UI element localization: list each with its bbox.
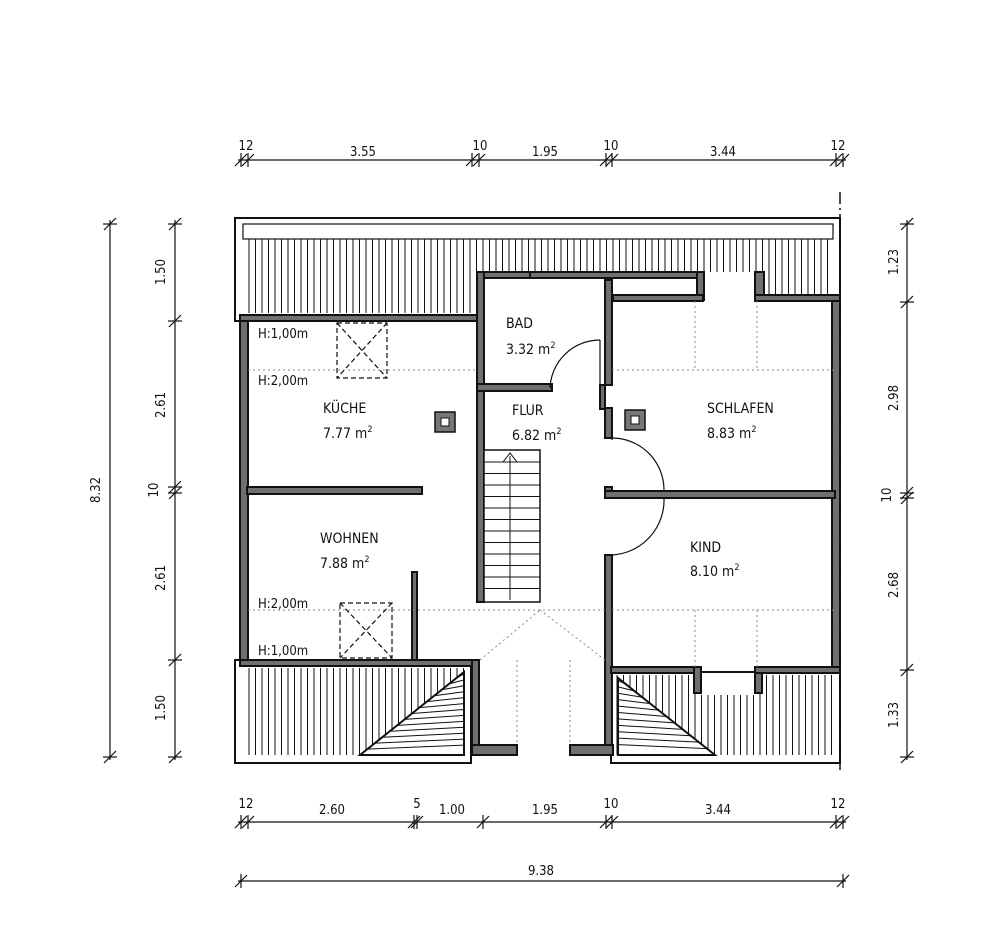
svg-text:10: 10 [604,797,619,812]
svg-text:KIND: KIND [690,540,721,556]
svg-text:7.77 m2: 7.77 m2 [323,425,372,442]
room-flur: FLUR 6.82 m2 [512,403,561,444]
svg-text:2.68: 2.68 [887,572,902,598]
svg-text:5: 5 [413,797,420,812]
svg-text:12: 12 [239,797,254,812]
chimney-kueche [434,411,456,433]
svg-text:2.61: 2.61 [154,392,169,418]
dimension-bottom: 12 2.60 5 1.00 1.95 10 3.44 12 [234,797,850,829]
svg-text:10: 10 [473,139,488,154]
dimension-top: 12 3.55 10 1.95 10 3.44 12 [234,139,850,167]
svg-text:6.82 m2: 6.82 m2 [512,427,561,444]
svg-text:10: 10 [604,139,619,154]
room-kind: KIND 8.10 m2 [690,540,739,580]
svg-text:1.50: 1.50 [154,259,169,285]
svg-text:8.83 m2: 8.83 m2 [707,425,756,442]
height-mark: H:1,00m [258,327,308,342]
height-mark: H:2,00m [258,597,308,612]
svg-text:12: 12 [831,797,846,812]
svg-text:12: 12 [239,139,254,154]
svg-text:3.44: 3.44 [705,803,731,818]
door-kind [611,497,665,556]
svg-text:3.55: 3.55 [350,145,376,160]
svg-text:1.95: 1.95 [532,803,558,818]
dimension-right: 1.23 2.98 10 2.68 1.33 [880,217,914,764]
svg-text:7.88 m2: 7.88 m2 [320,555,369,572]
svg-text:10: 10 [880,488,895,503]
svg-text:3.44: 3.44 [710,145,736,160]
svg-text:WOHNEN: WOHNEN [320,531,379,547]
door-schlafen [611,437,665,491]
svg-text:1.33: 1.33 [887,702,902,728]
slope-lines [248,301,833,745]
svg-text:10: 10 [147,483,162,498]
svg-text:1.00: 1.00 [439,803,465,818]
svg-text:FLUR: FLUR [512,403,544,419]
dimension-left-total: 8.32 [89,217,117,764]
svg-text:12: 12 [831,139,846,154]
svg-text:1.23: 1.23 [887,249,902,275]
room-schlafen: SCHLAFEN 8.83 m2 [707,401,774,442]
svg-text:8.10 m2: 8.10 m2 [690,563,739,580]
room-wohnen: WOHNEN 7.88 m2 [320,531,379,572]
svg-text:9.38: 9.38 [528,864,554,879]
svg-text:2.60: 2.60 [319,803,345,818]
svg-text:2.61: 2.61 [154,565,169,591]
roof-eave-bottom [234,659,841,764]
chimney-schlafen [624,409,646,431]
svg-text:2.98: 2.98 [887,385,902,411]
staircase [483,449,541,603]
svg-text:SCHLAFEN: SCHLAFEN [707,401,774,417]
svg-text:3.32 m2: 3.32 m2 [506,341,555,358]
walls [239,271,841,756]
height-mark: H:1,00m [258,644,308,659]
height-mark: H:2,00m [258,374,308,389]
dimension-left: 1.50 2.61 10 2.61 1.50 [147,217,182,764]
dormer-left [357,669,465,756]
svg-text:KÜCHE: KÜCHE [323,399,366,417]
svg-text:8.32: 8.32 [89,477,104,503]
room-bad: BAD 3.32 m2 [506,316,555,358]
door-bad [549,339,601,389]
skylight-wohnen [339,602,393,659]
dimension-total-width: 9.38 [234,864,850,888]
svg-text:1.95: 1.95 [532,145,558,160]
dormer-right [617,675,718,756]
room-name: BAD [506,316,533,332]
skylight-kueche [336,322,388,379]
room-kueche: KÜCHE 7.77 m2 [323,399,372,442]
svg-text:1.50: 1.50 [154,695,169,721]
